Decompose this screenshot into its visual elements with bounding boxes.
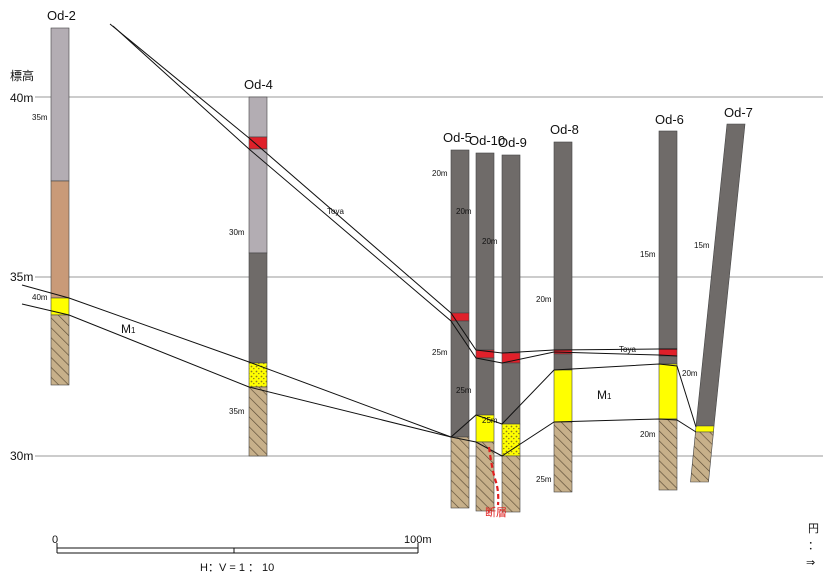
borehole-name: Od-6 — [655, 112, 684, 127]
fault-line — [487, 446, 500, 506]
depth-label: 25m — [536, 475, 552, 484]
depth-label: 25m — [432, 348, 448, 357]
layer-yellow — [553, 369, 573, 423]
depth-label: 25m — [456, 386, 472, 395]
layer-gray — [248, 252, 268, 364]
toya-upper-line — [109, 23, 677, 354]
elevation-label-35m: 35m — [10, 270, 33, 284]
scale-bar: 0 100m H：V = 1 ： 10 — [52, 534, 432, 574]
borehole-od-10: Od-10 20m 25m — [456, 133, 505, 512]
legend-fragment-line1: 円 — [808, 523, 819, 535]
layer-hatched — [475, 441, 495, 512]
layer-brown — [50, 180, 70, 299]
layer-gray — [695, 123, 746, 427]
layer-yellow — [658, 363, 678, 420]
m1-label-left: M1 — [121, 322, 136, 336]
borehole-od-8: Od-8 20m 25m — [536, 122, 579, 493]
layer-gray — [450, 149, 470, 314]
legend-fragment-line2: ： — [808, 540, 819, 552]
layer-yellow-gravel — [501, 423, 521, 457]
layer-light-gray — [248, 148, 268, 254]
depth-label: 20m — [432, 169, 448, 178]
depth-label: 25m — [482, 416, 498, 425]
layer-yellow — [695, 425, 715, 433]
toya-lower-line — [112, 25, 678, 364]
borehole-name: Od-7 — [724, 105, 753, 120]
m1-top-line — [21, 284, 697, 438]
borehole-name: Od-9 — [498, 135, 527, 150]
borehole-name: Od-4 — [244, 77, 273, 92]
depth-label: 15m — [640, 250, 656, 259]
layer-hatched — [501, 455, 521, 513]
layer-gray — [475, 152, 495, 351]
layer-gray — [658, 355, 678, 365]
borehole-name: Od-8 — [550, 122, 579, 137]
layer-light-gray — [50, 27, 70, 182]
scale-end-label: 100m — [404, 534, 432, 546]
depth-label: 35m — [229, 407, 245, 416]
borehole-name: Od-10 — [469, 133, 505, 148]
elevation-label-30m: 30m — [10, 449, 33, 463]
layer-hatched — [50, 314, 70, 386]
depth-label: 30m — [229, 228, 245, 237]
depth-label: 20m — [456, 207, 472, 216]
layer-gray — [553, 141, 573, 351]
layer-gray — [501, 154, 521, 354]
borehole-od-2: Od-2 35m 40m — [32, 8, 76, 386]
legend-fragment-line3: ⇒ — [806, 557, 815, 569]
scale-start-label: 0 — [52, 534, 58, 546]
layer-gray — [450, 320, 470, 438]
toya-label-left: Toya — [327, 207, 344, 216]
borehole-name: Od-5 — [443, 130, 472, 145]
layer-red-toya — [248, 136, 268, 150]
layer-gray — [553, 353, 573, 371]
elevation-label-40m: 40m — [10, 91, 33, 105]
layer-hatched — [248, 386, 268, 457]
borehole-name: Od-2 — [47, 8, 76, 23]
depth-label: 20m — [482, 237, 498, 246]
borehole-od-7: Od-7 15m 20m — [682, 105, 753, 483]
layer-hatched — [450, 436, 470, 509]
layer-hatched — [658, 418, 678, 491]
elevation-axis-title: 標高 — [10, 68, 34, 83]
toya-label-right: Toya — [619, 345, 636, 354]
layer-hatched — [553, 421, 573, 493]
layer-gray — [658, 130, 678, 350]
layer-hatched — [690, 431, 714, 483]
fault-label: 断層 — [485, 505, 507, 519]
depth-label: 20m — [640, 430, 656, 439]
layer-gray — [475, 357, 495, 416]
borehole-od-4: Od-4 30m 35m — [229, 77, 273, 457]
correlation-lines — [21, 23, 697, 457]
depth-label: 35m — [32, 113, 48, 122]
depth-label: 20m — [536, 295, 552, 304]
depth-label: 40m — [32, 293, 48, 302]
borehole-od-5: Od-5 20m 25m — [432, 130, 472, 509]
depth-label: 20m — [682, 369, 698, 378]
depth-label: 15m — [694, 241, 710, 250]
layer-yellow-gravel — [248, 362, 268, 388]
m1-label-right: M1 — [597, 388, 612, 402]
borehole-od-9: Od-9 20m 25m — [482, 135, 527, 513]
borehole-od-6: Od-6 15m 20m — [640, 112, 684, 491]
scale-ratio-label: H：V = 1 ： 10 — [200, 562, 274, 574]
layer-light-gray — [248, 96, 268, 138]
